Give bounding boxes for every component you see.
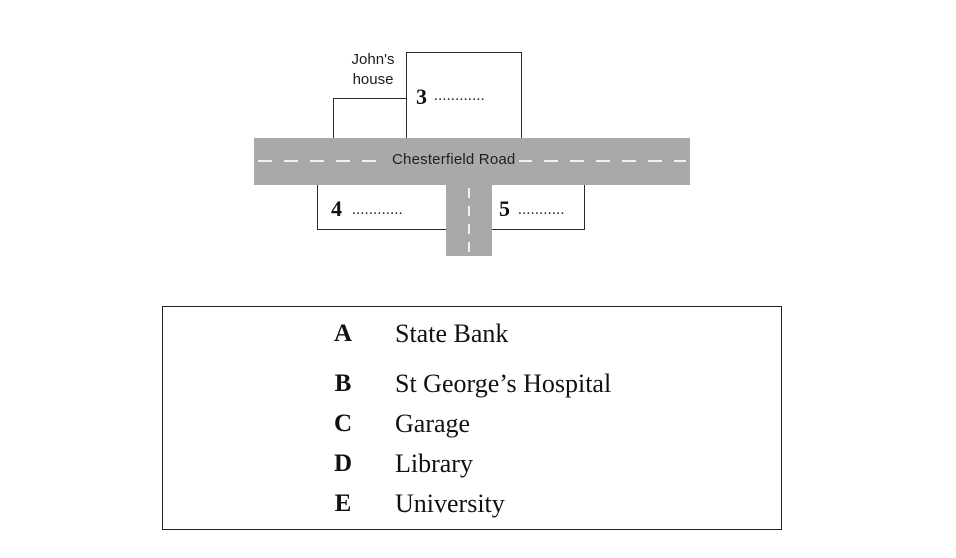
- legend-key-b: B: [334, 370, 352, 397]
- blank-3-answer[interactable]: ............: [434, 88, 485, 104]
- legend-place-c: Garage: [395, 409, 471, 438]
- side-road-center-line: [468, 188, 470, 254]
- building-3: [406, 52, 522, 140]
- legend-box: A State Bank B St George’s Hospital C Ga…: [162, 306, 782, 530]
- johns-house-label-line2: house: [352, 71, 394, 88]
- johns-house-building: [333, 98, 409, 140]
- legend-key-d: D: [333, 450, 353, 477]
- legend-place-d: Library: [395, 449, 473, 478]
- blank-4-number: 4: [331, 196, 342, 221]
- blank-5-answer[interactable]: ...........: [518, 202, 565, 218]
- blank-5-number: 5: [499, 196, 510, 221]
- blank-3-number: 3: [416, 84, 427, 109]
- legend-key-a: A: [333, 320, 353, 347]
- road-name-label: Chesterfield Road: [388, 151, 520, 168]
- johns-house-label-line1: John's: [351, 51, 395, 68]
- legend-place-e: University: [395, 489, 505, 518]
- johns-house-label: John's house: [341, 50, 405, 90]
- legend-place-b: St George’s Hospital: [395, 369, 612, 398]
- legend-key-e: E: [334, 490, 352, 517]
- legend-place-a: State Bank: [395, 319, 509, 348]
- legend-key-c: C: [333, 410, 353, 437]
- blank-4-answer[interactable]: ............: [352, 202, 403, 218]
